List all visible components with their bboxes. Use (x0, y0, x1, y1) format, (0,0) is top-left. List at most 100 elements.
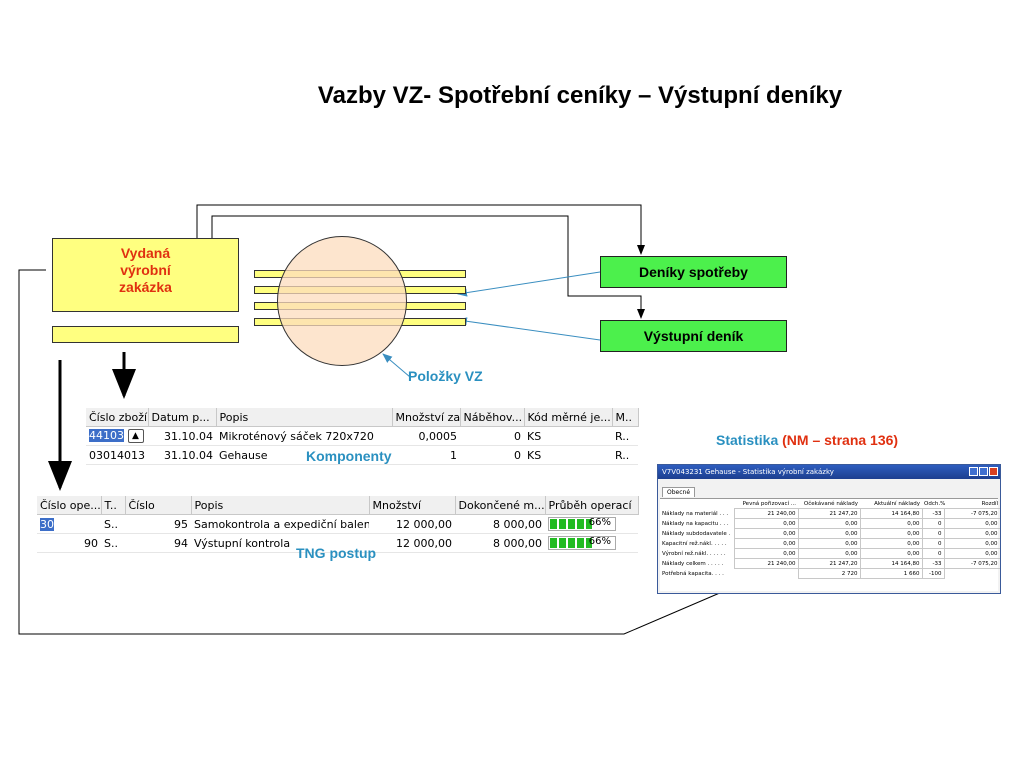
table-row[interactable]: 03014013 31.10.04 Gehause 1 0 KS R.. (86, 445, 638, 465)
tab-obecne[interactable]: Obecné (662, 487, 696, 497)
table-cell[interactable]: 0,00 (797, 538, 861, 549)
column-header[interactable]: Číslo zboží (86, 408, 149, 427)
table-cell[interactable]: 0,00 (797, 548, 861, 559)
table-cell[interactable]: 0,00 (733, 528, 799, 539)
table-cell[interactable]: 0,00 (859, 538, 923, 549)
table-cell[interactable]: 14 164,80 (859, 508, 923, 519)
vydana-vyrobni-zakazka-box: Vydaná výrobní zakázka (52, 238, 239, 312)
window-titlebar[interactable]: V7V043231 Gehause - Statistika výrobní z… (658, 465, 1000, 479)
table-cell[interactable]: 1 (392, 445, 460, 465)
operation-number-selected[interactable]: 30 (40, 517, 54, 531)
column-header[interactable]: M.. (612, 408, 639, 427)
table-cell[interactable]: 0,00 (943, 518, 1000, 529)
table-cell[interactable]: 0,00 (859, 528, 923, 539)
table-cell[interactable]: 66% (545, 514, 638, 534)
column-header[interactable]: T.. (101, 496, 126, 515)
table-cell[interactable]: 03014013 (86, 445, 148, 465)
table-cell[interactable]: -33 (921, 508, 945, 519)
table-cell[interactable]: 66% (545, 533, 638, 553)
table-cell[interactable]: 0,00 (859, 518, 923, 529)
column-header[interactable]: Popis (216, 408, 393, 427)
minimize-icon[interactable] (969, 467, 978, 476)
table-cell[interactable]: Mikroténový sáček 720x720 (216, 426, 392, 446)
table-cell[interactable]: Samokontrola a expediční balení (191, 514, 369, 534)
table-cell[interactable]: 0,00 (733, 538, 799, 549)
table-cell[interactable]: S.. (101, 514, 125, 534)
column-header[interactable]: Číslo (125, 496, 192, 515)
table-cell[interactable]: 0 (921, 528, 945, 539)
column-header[interactable]: Průběh operací (545, 496, 639, 515)
table-cell[interactable]: 21 240,00 (733, 558, 799, 569)
table-cell[interactable]: Gehause (216, 445, 392, 465)
table-cell: Náklady celkem . . . . . (662, 560, 724, 567)
components-table: Číslo zboží Datum p... Popis Množství za… (86, 408, 639, 465)
table-cell[interactable]: 44103 ▲ (86, 426, 148, 446)
column-header[interactable]: Kód měrné je... (524, 408, 613, 427)
table-cell[interactable]: 0 (460, 445, 524, 465)
table-cell[interactable]: 0,00 (733, 548, 799, 559)
progress-text: 66% (588, 536, 611, 547)
page-title: Vazby VZ- Spotřební ceníky – Výstupní de… (317, 82, 843, 109)
tng-routing-table: Číslo ope... T.. Číslo Popis Množství Do… (37, 496, 639, 553)
table-cell[interactable]: -33 (921, 558, 945, 569)
table-cell[interactable]: -7 075,20 (943, 558, 1000, 569)
table-cell[interactable]: 31.10.04 (148, 445, 216, 465)
item-number-selected[interactable]: 44103 (89, 429, 124, 442)
column-header[interactable]: Množství (369, 496, 456, 515)
table-cell[interactable]: 30 (37, 514, 101, 534)
table-cell[interactable] (944, 569, 1000, 579)
table-cell[interactable]: 8 000,00 (455, 533, 545, 553)
table-cell[interactable]: Výstupní kontrola (191, 533, 369, 553)
column-header[interactable]: Číslo ope... (37, 496, 102, 515)
link-vz-to-deniky (196, 204, 645, 262)
close-icon[interactable] (989, 467, 998, 476)
table-cell[interactable]: 0,00 (943, 548, 1000, 559)
table-cell[interactable]: 0 (460, 426, 524, 446)
table-cell[interactable]: 0,00 (943, 528, 1000, 539)
table-cell[interactable]: 12 000,00 (369, 514, 455, 534)
table-cell[interactable]: 0,00 (797, 528, 861, 539)
table-cell[interactable]: 1 660 (859, 568, 923, 579)
table-cell[interactable]: 8 000,00 (455, 514, 545, 534)
table-cell[interactable]: 95 (125, 514, 191, 534)
table-cell[interactable]: 0,00 (733, 518, 799, 529)
table-cell[interactable]: 31.10.04 (148, 426, 216, 446)
table-cell[interactable]: R.. (612, 426, 638, 446)
table-cell[interactable]: 0 (921, 548, 945, 559)
column-header[interactable]: Popis (191, 496, 370, 515)
progress-fill (550, 519, 593, 529)
table-cell[interactable]: 0,00 (943, 538, 1000, 549)
lookup-arrow-icon[interactable]: ▲ (127, 429, 144, 443)
progress-text: 66% (588, 517, 611, 528)
column-header[interactable]: Náběhov... (460, 408, 525, 427)
table-cell[interactable]: 21 240,00 (733, 508, 799, 519)
column-header[interactable]: Dokončené m... (455, 496, 546, 515)
table-cell[interactable]: 21 247,20 (797, 558, 861, 569)
table-cell[interactable]: -100 (921, 568, 945, 579)
table-row[interactable]: 30 S.. 95 Samokontrola a expediční balen… (37, 514, 638, 534)
table-cell[interactable]: KS (524, 426, 612, 446)
vz-box-line3: zakázka (119, 279, 172, 295)
table-cell[interactable]: 14 164,80 (859, 558, 923, 569)
table-cell[interactable]: R.. (612, 445, 638, 465)
table-cell[interactable]: 0 (921, 518, 945, 529)
table-row[interactable]: 44103 ▲ 31.10.04 Mikroténový sáček 720x7… (86, 426, 638, 446)
table-cell[interactable]: -7 075,20 (943, 508, 1000, 519)
table-cell[interactable]: 0,0005 (392, 426, 460, 446)
table-cell[interactable]: 0 (921, 538, 945, 549)
column-header[interactable]: Množství za (392, 408, 461, 427)
table-cell[interactable]: 90 (37, 533, 101, 553)
table-cell[interactable]: S.. (101, 533, 125, 553)
table-cell[interactable]: 0,00 (859, 548, 923, 559)
table-cell[interactable]: KS (524, 445, 612, 465)
table-cell[interactable]: 2 720 (797, 568, 861, 579)
table-cell[interactable]: 12 000,00 (369, 533, 455, 553)
maximize-icon[interactable] (979, 467, 988, 476)
table-cell[interactable]: 0,00 (797, 518, 861, 529)
column-header[interactable]: Datum p... (148, 408, 217, 427)
table-row[interactable]: 90 S.. 94 Výstupní kontrola 12 000,00 8 … (37, 533, 638, 553)
progress-bar: 66% (548, 536, 616, 550)
table-cell[interactable]: 94 (125, 533, 191, 553)
table-cell[interactable] (734, 569, 798, 579)
table-cell[interactable]: 21 247,20 (797, 508, 861, 519)
